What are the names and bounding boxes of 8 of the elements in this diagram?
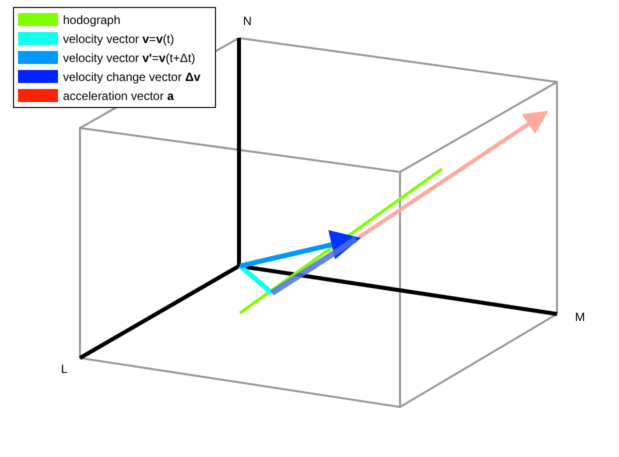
axis-label: L <box>61 362 68 376</box>
legend-text: acceleration vector a <box>63 88 174 102</box>
legend-text: velocity vector v'=v(t+Δt) <box>63 50 196 64</box>
legend-text: velocity vector v=v(t) <box>63 32 174 46</box>
legend-text: velocity change vector Δv <box>63 70 200 84</box>
axis-label: M <box>575 310 585 324</box>
legend-text: hodograph <box>63 12 120 26</box>
axis-label: N <box>243 14 252 28</box>
